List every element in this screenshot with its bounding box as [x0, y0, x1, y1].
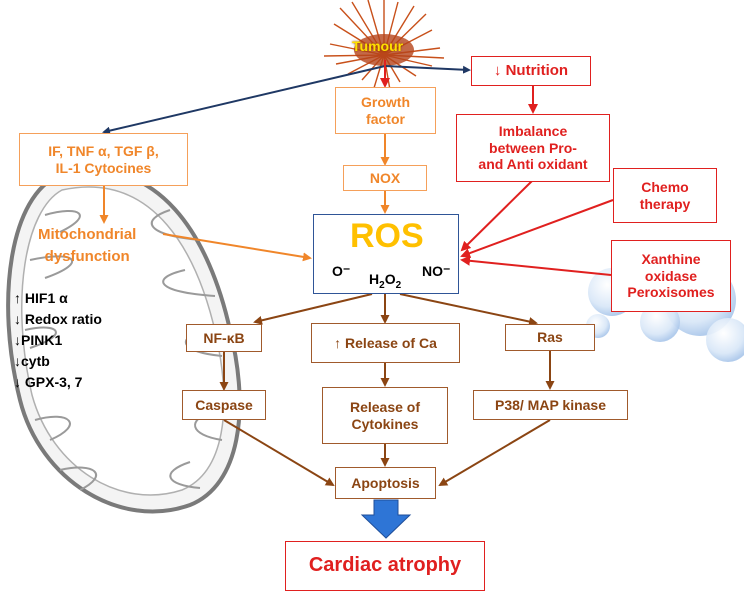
chemo-line-2: therapy	[639, 195, 691, 212]
xanthine-line-1: Xanthine	[641, 251, 701, 268]
connector-tumour-to-nutrition	[384, 65, 471, 74]
p38-box: P38/ MAP kinase	[473, 390, 628, 420]
imbalance-line-2: between Pro-	[489, 139, 577, 156]
mito-change-item: ↓ Redox ratio	[14, 311, 102, 327]
mito-change-item: ↓ GPX-3, 7	[14, 374, 83, 390]
mito-dysfunction-line-2: dysfunction	[44, 248, 130, 265]
apoptosis-box: Apoptosis	[335, 467, 436, 499]
mito-dysfunction-line-1: Mitochondrial	[38, 226, 137, 243]
mito-changes-list: ↑ HIF1 α ↓ Redox ratio ↓PINK1 ↓cytb ↓ GP…	[14, 288, 102, 393]
h2o2-h: H	[369, 271, 380, 287]
hydrogen-peroxide-label: H2O2	[369, 271, 401, 291]
cardiac-atrophy-box: Cardiac atrophy	[285, 541, 485, 591]
superoxide-label: O⁻	[332, 263, 351, 279]
connector-mito-to-ros	[162, 233, 312, 262]
release-cytokines-line-2: Cytokines	[351, 415, 419, 432]
nitric-oxide-label: NO⁻	[422, 263, 451, 279]
xanthine-box: Xanthine oxidase Peroxisomes	[611, 240, 731, 312]
ros-title: ROS	[350, 217, 424, 255]
connector-imbalance-to-ros	[460, 179, 534, 252]
mito-change-item: ↑ HIF1 α	[14, 290, 68, 306]
imbalance-box: Imbalance between Pro- and Anti oxidant	[456, 114, 610, 182]
mito-change-item: ↓PINK1	[14, 332, 63, 348]
release-ca-box: ↑ Release of Ca	[311, 323, 460, 363]
growth-factor-box: Growth factor	[335, 87, 436, 134]
imbalance-line-1: Imbalance	[498, 123, 568, 140]
caspase-box: Caspase	[182, 390, 266, 420]
mito-dysfunction-label: Mitochondrial dysfunction	[38, 224, 136, 268]
h2o2-sub-2: 2	[395, 279, 402, 291]
release-cytokines-box: Release of Cytokines	[322, 387, 448, 444]
mitochondrion-illustration	[6, 168, 242, 514]
nox-box: NOX	[343, 165, 427, 191]
imbalance-line-3: and Anti oxidant	[478, 156, 588, 173]
cytokines-line-1: IF, TNF α, TGF β,	[48, 142, 159, 159]
growth-factor-line-2: factor	[366, 110, 405, 127]
connector-tumour-to-cytokines	[102, 65, 386, 135]
connector-ros-to-ras	[399, 293, 538, 326]
connector-p38-to-apoptosis	[438, 419, 551, 487]
growth-factor-line-1: Growth	[361, 93, 410, 110]
xanthine-line-3: Peroxisomes	[627, 284, 715, 301]
ros-box: ROS O⁻ H2O2 NO⁻	[313, 214, 459, 294]
tumour-label: Tumour	[352, 38, 404, 54]
connector-chemo-to-ros	[460, 199, 614, 258]
nutrition-box: ↓ Nutrition	[471, 56, 591, 86]
release-cytokines-line-1: Release of	[349, 398, 421, 415]
connector-caspase-to-apoptosis	[223, 419, 335, 487]
chemo-box: Chemo therapy	[613, 168, 717, 223]
mito-change-item: ↓cytb	[14, 353, 50, 369]
connector-ros-to-nfkb	[253, 293, 373, 325]
down-arrow-icon	[360, 499, 412, 539]
chemo-line-1: Chemo	[641, 178, 689, 195]
cytokines-box: IF, TNF α, TGF β, IL-1 Cytocines	[19, 133, 188, 186]
xanthine-line-2: oxidase	[644, 267, 698, 284]
ras-box: Ras	[505, 324, 595, 351]
connector-xanthine-to-ros	[460, 255, 612, 276]
tumour-illustration	[323, 0, 445, 91]
cytokines-line-2: IL-1 Cytocines	[55, 159, 152, 176]
h2o2-sub-1: 2	[379, 279, 385, 291]
nfkb-box: NF-κB	[186, 324, 262, 352]
h2o2-o: O	[384, 271, 396, 287]
